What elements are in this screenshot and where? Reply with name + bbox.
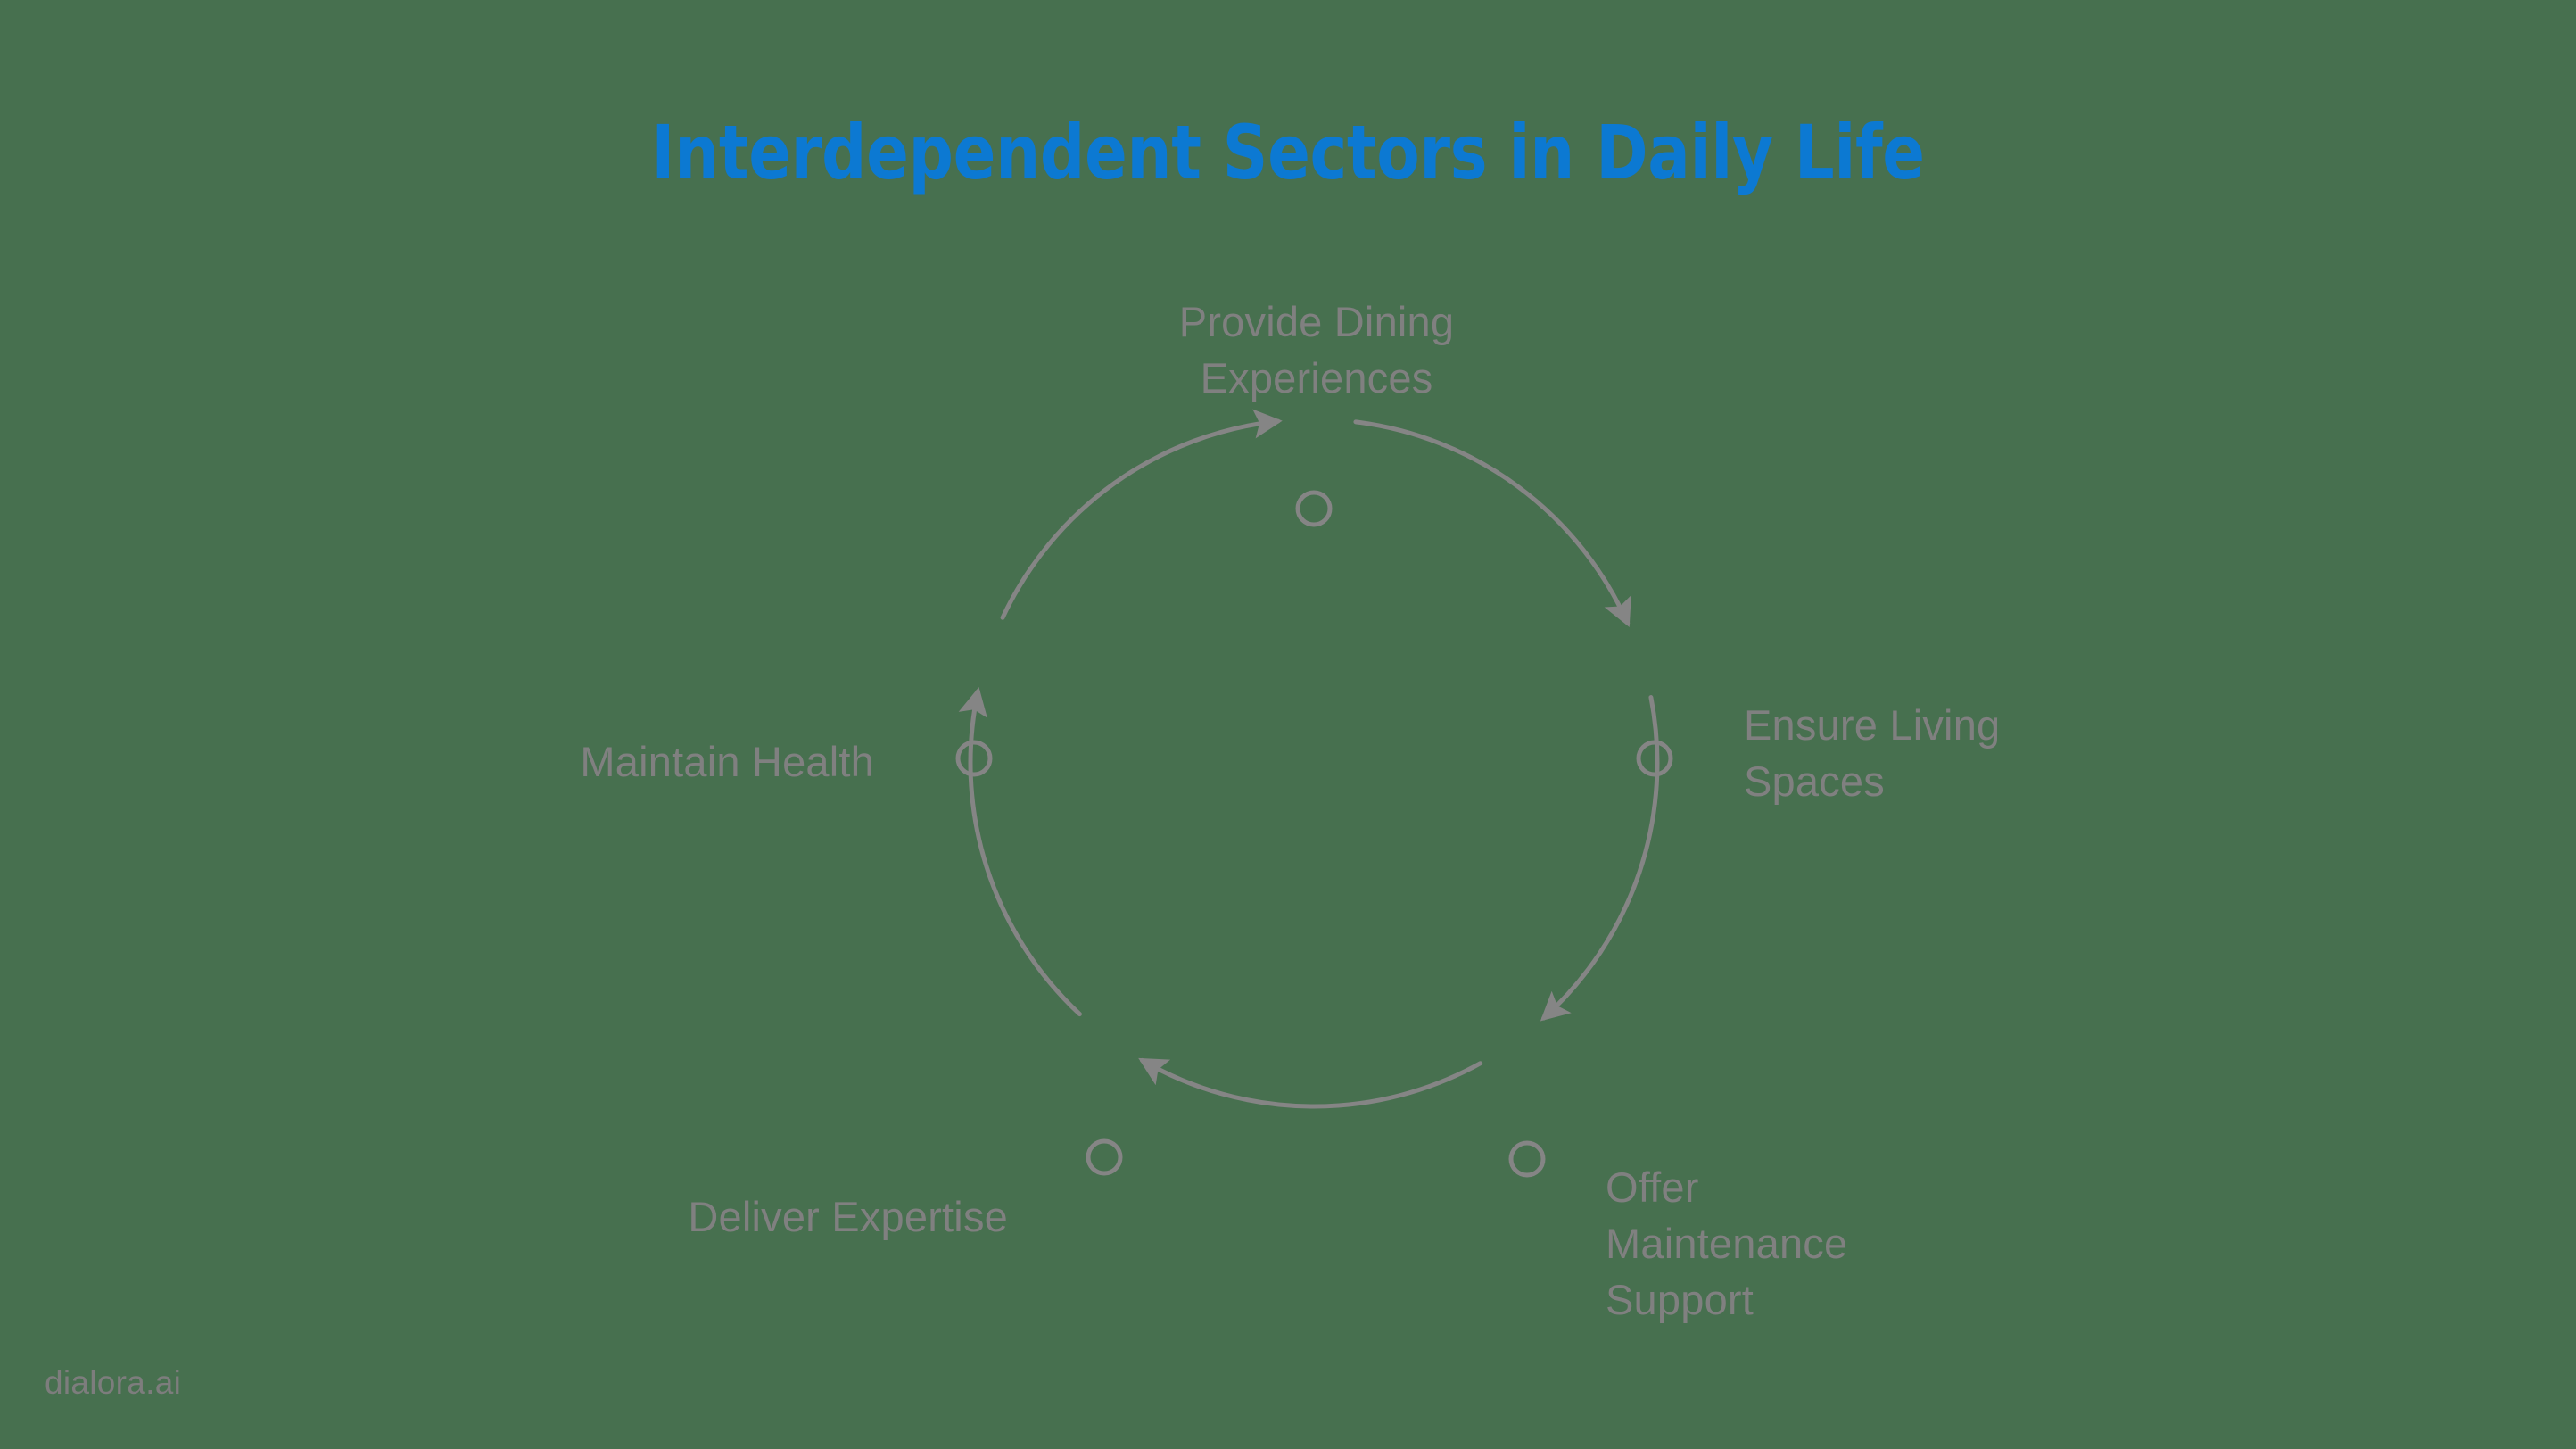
- node-label-ensure-living-spaces: Ensure Living Spaces: [1744, 701, 2001, 805]
- cycle-arrow-ensure-living-spaces-to-offer-maintenance-support: [1540, 695, 1660, 1022]
- cycle-node-provide-dining-experiences[interactable]: [1295, 490, 1333, 527]
- cycle-nodes: [955, 490, 1673, 1178]
- cycle-node-ensure-living-spaces[interactable]: [1636, 740, 1673, 777]
- cycle-node-maintain-health[interactable]: [955, 740, 993, 777]
- cycle-arrow-offer-maintenance-support-to-deliver-expertise: [1138, 1057, 1483, 1109]
- node-label-provide-dining-experiences: Provide Dining Experiences: [1178, 298, 1455, 402]
- cycle-node-offer-maintenance-support[interactable]: [1508, 1140, 1546, 1178]
- node-label-deliver-expertise: Deliver Expertise: [688, 1193, 1008, 1240]
- node-label-maintain-health: Maintain Health: [580, 738, 874, 785]
- watermark: dialora.ai: [45, 1364, 182, 1401]
- cycle-arrow-maintain-health-to-provide-dining-experiences: [1000, 409, 1283, 620]
- node-label-offer-maintenance-support: Offer Maintenance Support: [1606, 1163, 1848, 1323]
- cycle-arrow-provide-dining-experiences-to-ensure-living-spaces: [1353, 419, 1631, 627]
- page-title: Interdependent Sectors in Daily Life: [651, 109, 1925, 196]
- cycle-arrow-deliver-expertise-to-maintain-health: [958, 687, 1082, 1017]
- cycle-node-deliver-expertise[interactable]: [1086, 1138, 1123, 1176]
